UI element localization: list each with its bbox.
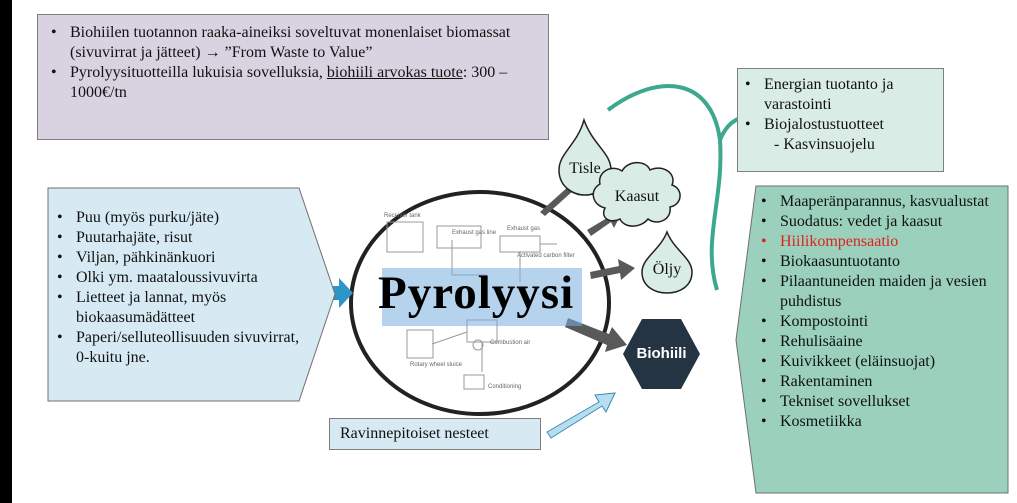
sketch-label: Conditioning bbox=[488, 384, 522, 390]
nutrient-box: Ravinnepitoiset nesteet bbox=[329, 418, 541, 450]
sketch-label: Activated carbon filter bbox=[517, 253, 575, 259]
top-item-2: Pyrolyysituotteilla lukuisia sovelluksia… bbox=[46, 63, 540, 103]
biohiili-hexagon bbox=[623, 319, 700, 389]
application-item: Suodatus: vedet ja kaasut bbox=[756, 212, 1006, 232]
feedstock-item: Puu (myös purku/jäte) bbox=[52, 208, 304, 228]
sketch-label: Exhaust gas line bbox=[452, 230, 497, 236]
sketch-label: Exhaust gas bbox=[507, 226, 541, 232]
tisle-drop bbox=[558, 117, 612, 196]
application-item: Rehulisäaine bbox=[756, 332, 1006, 352]
application-item: Maaperänparannus, kasvualustat bbox=[756, 192, 1006, 212]
top-info-box: Biohiilen tuotannon raaka-aineiksi sovel… bbox=[37, 14, 549, 140]
process-sketch bbox=[386, 221, 557, 390]
tisle-label: Tisle bbox=[569, 160, 601, 177]
application-item: Pilaantuneiden maiden ja vesien puhdistu… bbox=[756, 272, 1006, 312]
feedstock-item: Olki ym. maataloussivuvirta bbox=[52, 268, 304, 288]
sketch-label: Rotary wheel sluice bbox=[410, 362, 463, 368]
application-item: Biokaasuntuotanto bbox=[756, 252, 1006, 272]
application-item: Kosmetiikka bbox=[756, 412, 1006, 432]
applications-list: Maaperänparannus, kasvualustat Suodatus:… bbox=[756, 192, 1006, 432]
kaasut-cloud bbox=[592, 161, 681, 227]
title-band bbox=[382, 268, 582, 326]
application-item-highlight: Hiilikompensaatio bbox=[756, 232, 1006, 252]
oljy-label: Öljy bbox=[652, 261, 682, 278]
underlined-phrase: biohiili arvokas tuote bbox=[326, 64, 463, 81]
feedstock-list: Puu (myös purku/jäte) Puutarhajäte, risu… bbox=[52, 208, 304, 368]
arrow-to-biohiili bbox=[565, 318, 627, 352]
top-item-1: Biohiilen tuotannon raaka-aineiksi sovel… bbox=[46, 23, 540, 63]
pyrolyysi-title: Pyrolyysi bbox=[378, 267, 575, 319]
energy-item-2: Biojalostustuotteet bbox=[740, 115, 937, 135]
slide: Biohiilen tuotannon raaka-aineiksi sovel… bbox=[12, 0, 1017, 503]
nutrient-arrow bbox=[546, 392, 616, 439]
energy-box: Energian tuotanto ja varastointi Biojalo… bbox=[737, 68, 944, 172]
feedstock-item: Lietteet ja lannat, myös biokaasumädätte… bbox=[52, 288, 304, 328]
arrow-to-oljy bbox=[590, 259, 635, 280]
biohiili-label: Biohiili bbox=[636, 345, 687, 362]
application-item: Kuivikkeet (eläinsuojat) bbox=[756, 352, 1006, 372]
nutrient-label: Ravinnepitoiset nesteet bbox=[340, 425, 489, 442]
feedstock-item: Puutarhajäte, risut bbox=[52, 228, 304, 248]
sketch-label: Combustion air bbox=[490, 340, 531, 346]
application-item: Tekniset sovellukset bbox=[756, 392, 1006, 412]
kaasut-label: Kaasut bbox=[614, 188, 660, 205]
energy-item-1: Energian tuotanto ja varastointi bbox=[740, 75, 937, 115]
feedstock-item: Paperi/selluteollisuuden sivuvirrat, 0-k… bbox=[52, 328, 304, 368]
application-item: Rakentaminen bbox=[756, 372, 1006, 392]
sketch-label: Receiver tank bbox=[384, 213, 421, 219]
feedstock-item: Viljan, pähkinänkuori bbox=[52, 248, 304, 268]
oljy-drop bbox=[641, 229, 693, 294]
energy-subitem: - Kasvinsuojelu bbox=[774, 136, 875, 153]
application-item: Kompostointi bbox=[756, 312, 1006, 332]
